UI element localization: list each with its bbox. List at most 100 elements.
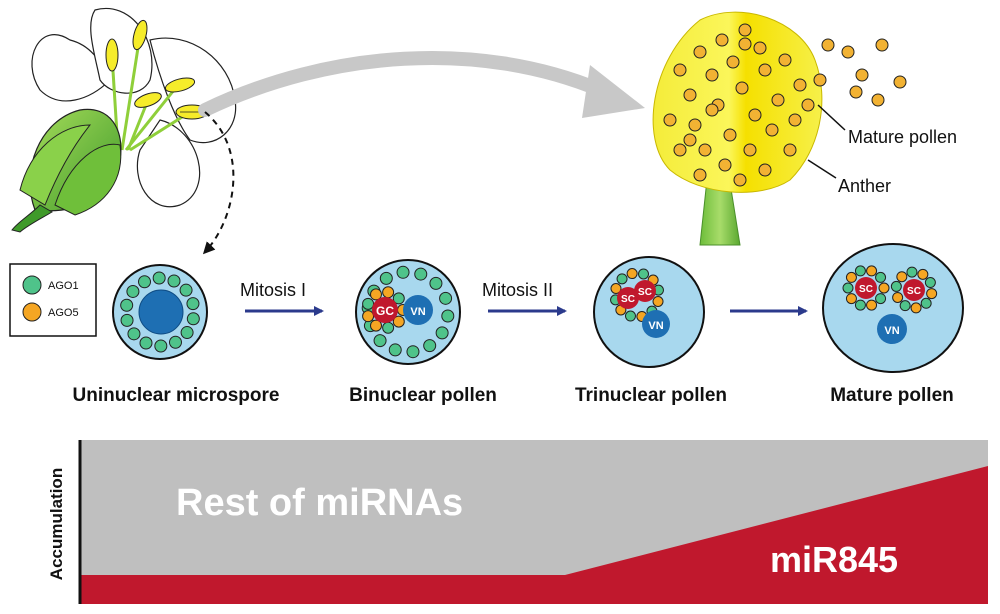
pollen-grain bbox=[875, 38, 889, 52]
ago-particle-sc bbox=[610, 282, 622, 294]
mitosis1-label: Mitosis I bbox=[240, 280, 306, 300]
ago-particle-sc bbox=[875, 271, 887, 283]
ago-particle-sc bbox=[890, 280, 902, 292]
gc-label: GC bbox=[376, 304, 394, 318]
ago1-particle bbox=[396, 265, 410, 279]
mature-pollen-cell bbox=[822, 243, 964, 373]
ago1-particle bbox=[179, 283, 193, 297]
pollen-grain bbox=[893, 75, 907, 89]
ago1-particle bbox=[373, 334, 387, 348]
pollen-grain bbox=[726, 55, 740, 69]
pollen-grain bbox=[705, 103, 719, 117]
anther-illustration bbox=[652, 11, 823, 246]
ago-particle-sc bbox=[924, 277, 936, 289]
vn-label-binuclear: VN bbox=[410, 306, 425, 318]
ago1-particle bbox=[126, 284, 140, 298]
legend: AGO1 AGO5 bbox=[9, 263, 97, 337]
anther-annotation: Anther bbox=[838, 176, 891, 196]
pollen-grain bbox=[743, 143, 757, 157]
anther-pollen-grains bbox=[663, 23, 907, 187]
ago-particle-gc bbox=[370, 319, 382, 332]
pollen-grain bbox=[733, 173, 747, 187]
ago-particle-sc bbox=[896, 271, 908, 283]
pollen-grain bbox=[723, 128, 737, 142]
ago1-particle bbox=[138, 275, 152, 289]
mir845-label: miR845 bbox=[770, 539, 898, 580]
ago1-particle bbox=[139, 336, 153, 350]
ago-particle-sc bbox=[624, 310, 636, 322]
ago-particle-sc bbox=[638, 268, 650, 280]
pollen-grain bbox=[683, 88, 697, 102]
legend-swatch-ago1 bbox=[22, 275, 42, 295]
pollen-grain bbox=[673, 143, 687, 157]
pollen-grain bbox=[688, 118, 702, 132]
ago1-particle bbox=[186, 312, 200, 326]
ago-particle-gc bbox=[382, 321, 395, 334]
dashed-arrow bbox=[202, 111, 235, 255]
ago-particle-sc bbox=[892, 291, 904, 303]
ago1-particle bbox=[167, 274, 181, 288]
ago1-particle bbox=[127, 327, 141, 341]
mature-ago-particles bbox=[842, 265, 938, 314]
ago-particle-gc bbox=[362, 310, 375, 323]
gc-nucleus bbox=[372, 297, 398, 323]
legend-swatch-ago5 bbox=[22, 302, 42, 322]
microspore-ago-particles bbox=[120, 271, 200, 353]
accumulation-axis-label: Accumulation bbox=[47, 468, 66, 580]
sc-label-trinuclear-1: SC bbox=[621, 294, 635, 305]
legend-label-ago1: AGO1 bbox=[48, 280, 79, 292]
pollen-grain bbox=[738, 37, 752, 51]
ago-particle-gc bbox=[382, 286, 395, 299]
ago-particle-sc bbox=[652, 296, 664, 308]
pollen-grain bbox=[783, 143, 797, 157]
ago-particle-sc bbox=[899, 300, 911, 312]
ago-particle-gc bbox=[392, 292, 405, 305]
ago1-particle bbox=[441, 309, 455, 323]
pollen-grain bbox=[758, 163, 772, 177]
vn-nucleus-binuclear bbox=[403, 295, 433, 325]
pollen-grain bbox=[663, 113, 677, 127]
sc-nucleus-trinuclear-2 bbox=[634, 280, 656, 302]
vn-label-trinuclear: VN bbox=[648, 320, 663, 332]
ago-particle-gc bbox=[362, 297, 375, 310]
pollen-grain bbox=[715, 33, 729, 47]
vn-nucleus-mature bbox=[877, 314, 907, 344]
legend-box bbox=[9, 263, 97, 337]
ago-particle-gc bbox=[370, 288, 382, 301]
pollen-grain bbox=[735, 81, 749, 95]
pollen-grain bbox=[771, 93, 785, 107]
ago-particle-sc bbox=[845, 271, 857, 283]
pollen-grain bbox=[793, 78, 807, 92]
pollen-grain bbox=[718, 158, 732, 172]
pollen-grain bbox=[778, 53, 792, 67]
ago-particle-sc bbox=[854, 265, 866, 277]
pollen-grain bbox=[849, 85, 863, 99]
vn-label-mature: VN bbox=[884, 325, 899, 337]
pollen-grain bbox=[871, 93, 885, 107]
mitosis2-label: Mitosis II bbox=[482, 280, 553, 300]
rest-mirnas-label: Rest of miRNAs bbox=[176, 482, 463, 524]
vn-nucleus-trinuclear bbox=[642, 310, 670, 338]
ago1-particle bbox=[186, 297, 200, 311]
accumulation-panel bbox=[78, 440, 988, 604]
ago-particle-sc bbox=[906, 266, 918, 278]
pollen-grain bbox=[855, 68, 869, 82]
gray-arrowhead bbox=[582, 65, 645, 118]
pollen-grain bbox=[765, 123, 779, 137]
pollen-grain bbox=[788, 113, 802, 127]
mature-pollen-annotation: Mature pollen bbox=[848, 127, 957, 147]
ago-particle-sc bbox=[878, 282, 890, 294]
ago-particle-sc bbox=[626, 268, 638, 280]
pollen-grain bbox=[693, 168, 707, 182]
ago1-particle bbox=[388, 343, 402, 357]
anther-pointer bbox=[807, 159, 837, 179]
ago-particle-sc bbox=[875, 293, 887, 305]
stage-label-mature: Mature pollen bbox=[830, 385, 954, 406]
sc-nucleus-mature-2 bbox=[903, 279, 925, 301]
ago-particle-sc bbox=[910, 302, 922, 314]
ago-particle-sc bbox=[845, 293, 857, 305]
ago-particle-sc bbox=[917, 268, 929, 280]
mir845-area bbox=[80, 466, 988, 604]
stage-label-trinuclear: Trinuclear pollen bbox=[575, 385, 727, 406]
